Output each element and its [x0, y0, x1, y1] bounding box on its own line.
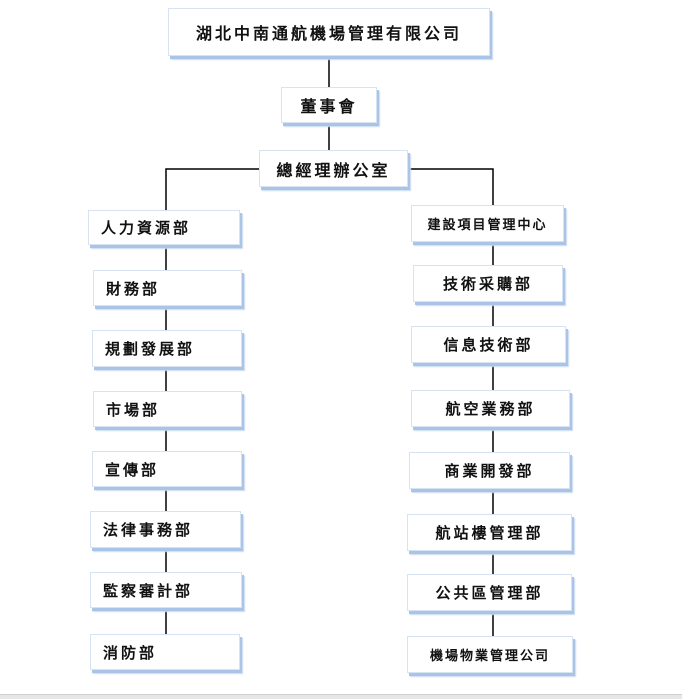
dept-terminal: 航站樓管理部	[407, 514, 572, 551]
dept-planning: 規劃發展部	[92, 330, 242, 367]
dept-public-area: 公共區管理部	[407, 574, 572, 611]
company-box: 湖北中南通航機場管理有限公司	[168, 8, 490, 56]
dept-commercial: 商業開發部	[409, 452, 570, 489]
dept-marketing: 市場部	[93, 391, 242, 427]
dept-legal: 法律事務部	[90, 511, 241, 548]
dept-publicity: 宣傳部	[92, 451, 242, 487]
gm-office-box: 總經理辦公室	[259, 150, 408, 187]
dept-property: 機場物業管理公司	[407, 636, 573, 673]
dept-construction-center: 建設項目管理中心	[411, 205, 564, 242]
board-box: 董事會	[281, 87, 377, 123]
connector-gm-right	[408, 168, 494, 205]
dept-it: 信息技術部	[411, 326, 566, 363]
connector-gm-left	[165, 168, 262, 210]
dept-aviation: 航空業務部	[411, 390, 570, 427]
page-footer-band	[0, 694, 682, 699]
dept-finance: 財務部	[93, 270, 242, 306]
dept-audit: 監察審計部	[90, 572, 242, 608]
dept-fire: 消防部	[90, 634, 240, 670]
dept-procurement: 技術采購部	[413, 265, 563, 302]
dept-hr: 人力資源部	[88, 210, 240, 245]
